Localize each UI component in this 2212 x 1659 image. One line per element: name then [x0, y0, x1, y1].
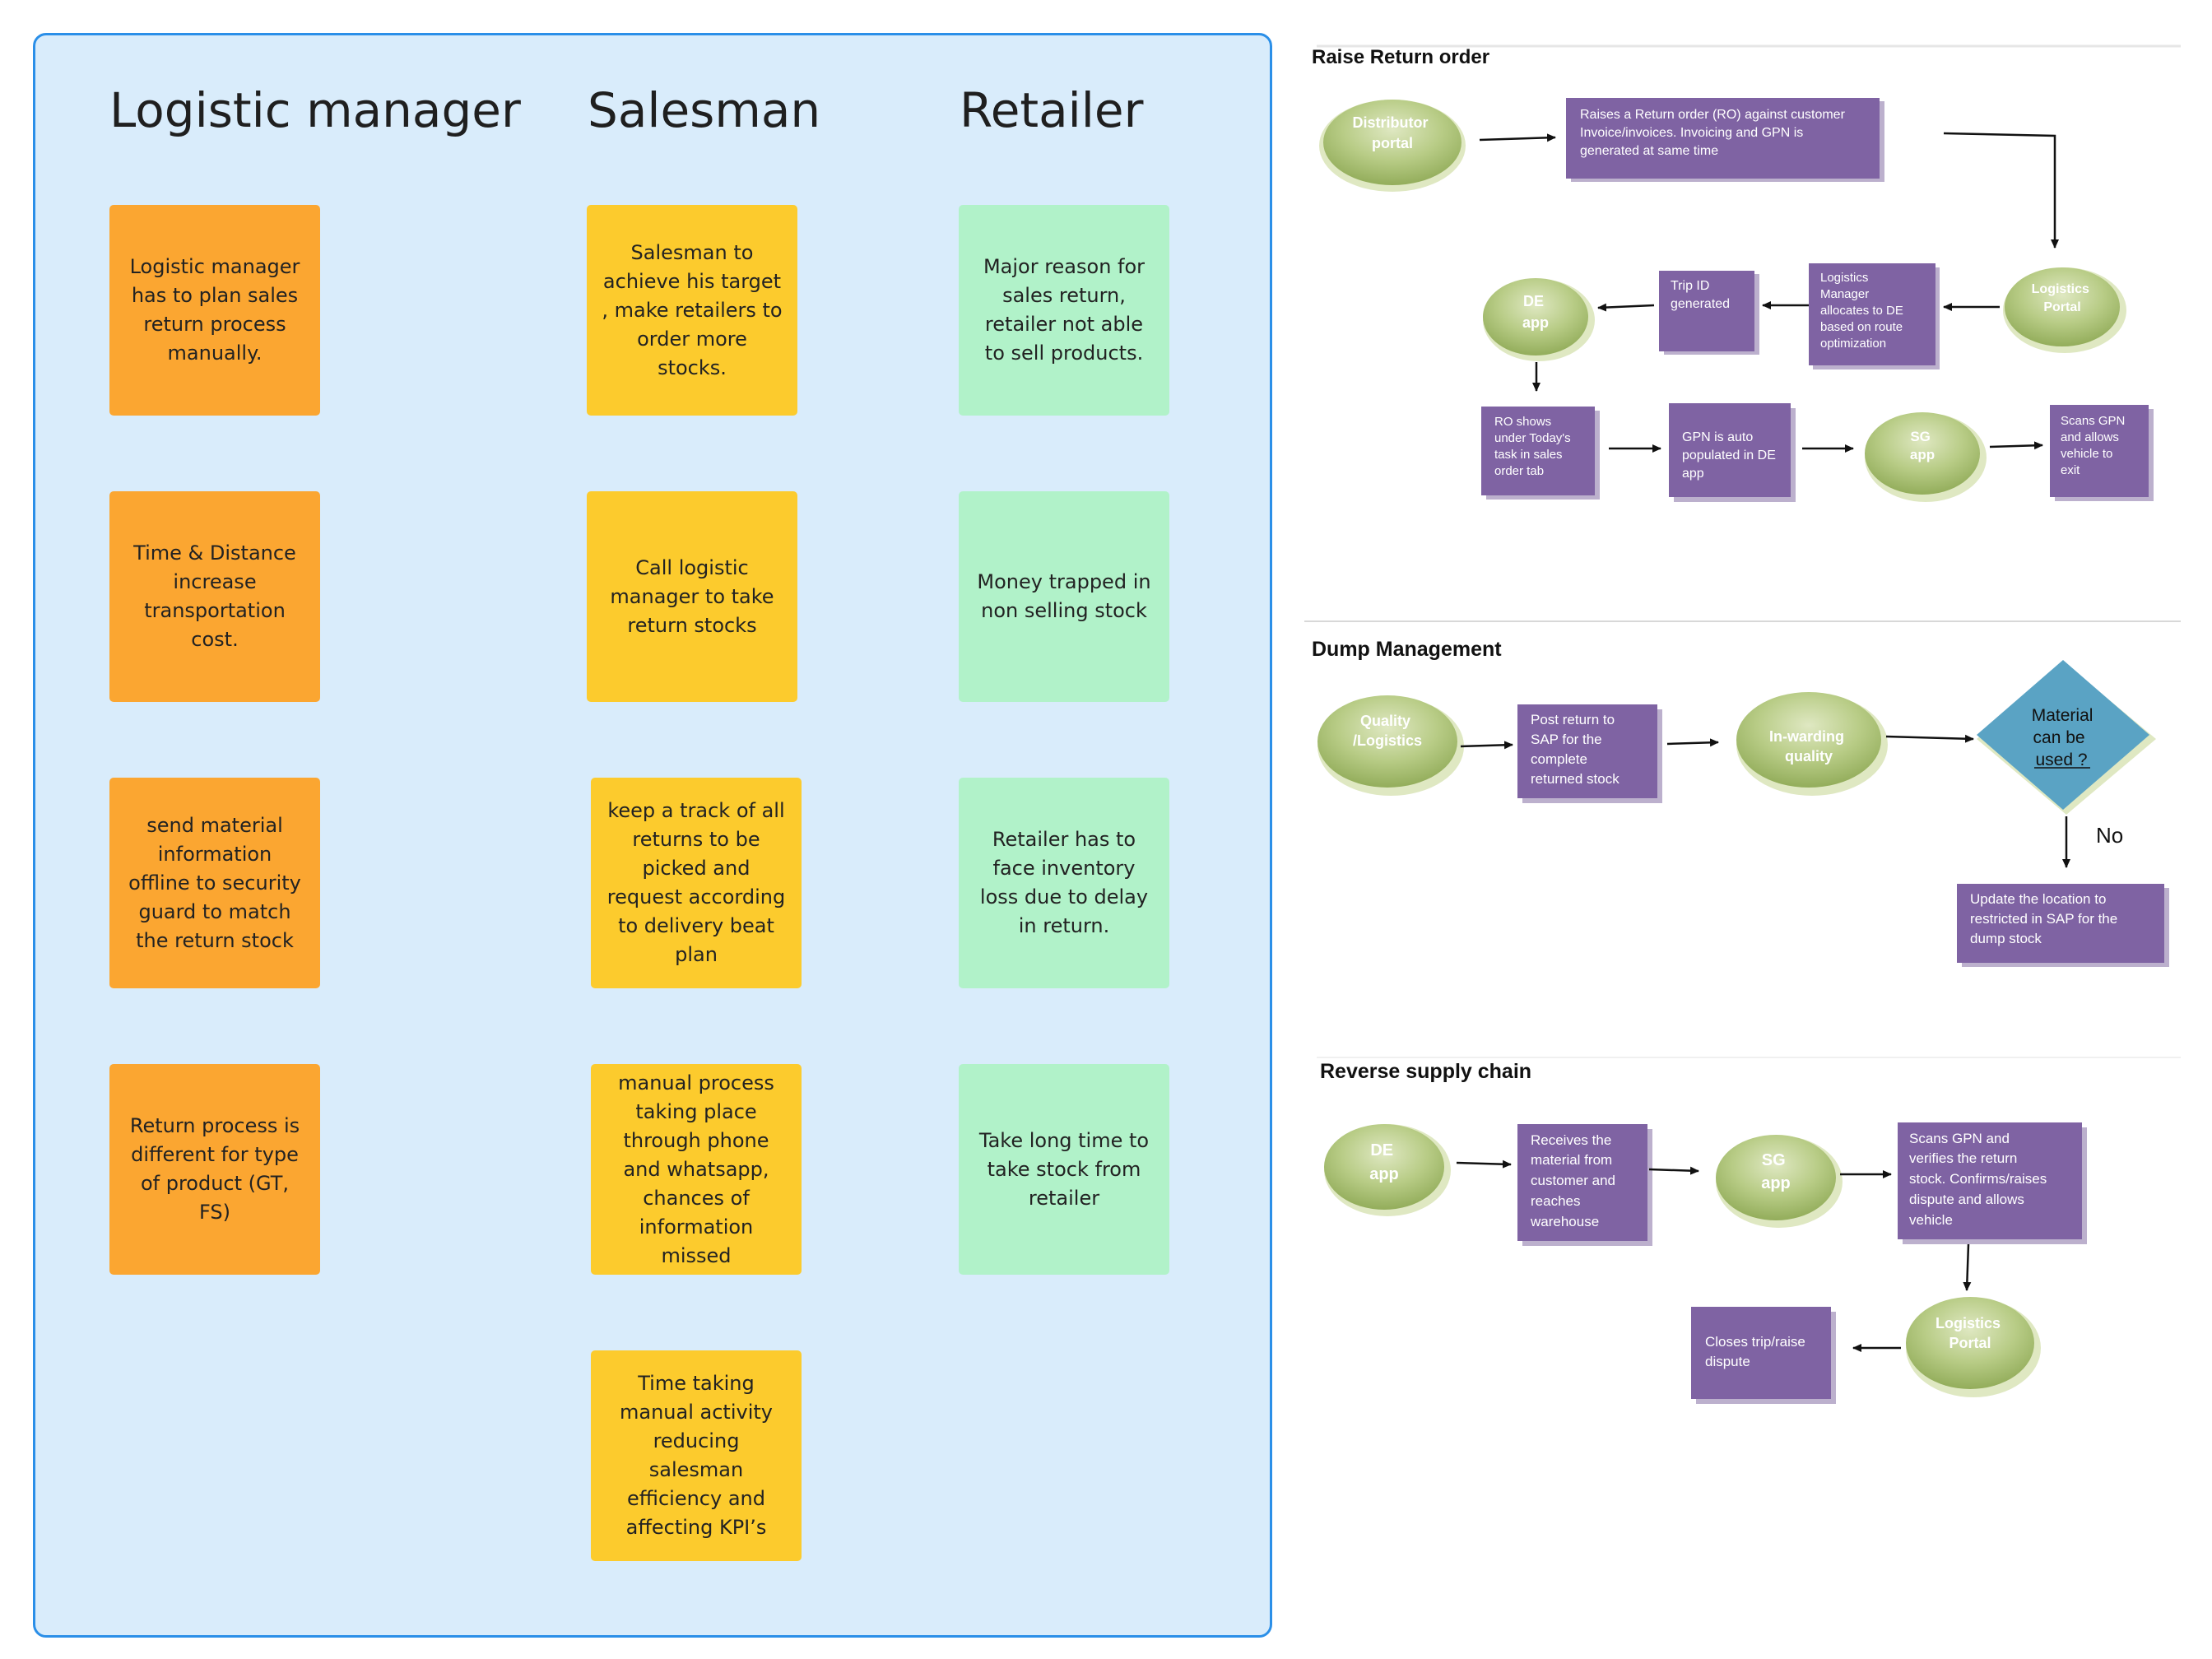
scans-verifies-box[interactable]: Scans GPN and verifies the return stock.…: [1898, 1122, 2087, 1244]
svg-text:Scans GPN and allows: Scans GPN and allows vehicle to exit: [2061, 414, 2129, 477]
svg-text:Logistics Portal: Logistics Portal: [2032, 282, 2094, 314]
svg-text:GPN is auto populated in: GPN is auto populated in DE app: [1682, 430, 1779, 481]
svg-text:Post return to SAP for t: Post return to SAP for the complete retu…: [1531, 712, 1620, 787]
arrow: [1597, 303, 1655, 312]
arrow: [1648, 1166, 1699, 1175]
sticky-note[interactable]: Time taking manual activity reducing sal…: [591, 1350, 802, 1561]
column-title-retailer: Retailer: [960, 82, 1144, 138]
decision-material-usable[interactable]: Material can be used ?: [1977, 660, 2156, 815]
arrow: [1666, 738, 1719, 747]
reverse-logistics-portal-node[interactable]: Logistics Portal: [1906, 1297, 2041, 1397]
reverse-de-app-node[interactable]: DE app: [1324, 1124, 1451, 1216]
closes-trip-box[interactable]: Closes trip/raise dispute: [1691, 1307, 1836, 1404]
svg-text:Logistics Portal: Logistics Portal: [1936, 1315, 2005, 1351]
distributor-portal-node[interactable]: Distributor portal: [1319, 100, 1466, 192]
svg-text:Material can be us: Material can be used ?: [2032, 706, 2098, 769]
sticky-note[interactable]: Return process is different for type of …: [109, 1064, 320, 1275]
gpn-populated-box[interactable]: GPN is auto populated in DE app: [1669, 403, 1796, 502]
svg-text:Logistics Manager: Logistics Manager allocates to DE based …: [1820, 271, 1907, 351]
allocate-to-de-box[interactable]: Logistics Manager allocates to DE based …: [1809, 263, 1940, 369]
sticky-note[interactable]: Money trapped in non selling stock: [959, 491, 1169, 702]
arrow: [1943, 132, 2059, 249]
update-location-box[interactable]: Update the location to restricted in SAP…: [1957, 884, 2169, 967]
arrow: [1963, 1243, 1972, 1291]
raise-ro-box[interactable]: Raises a Return order (RO) against custo…: [1566, 98, 1884, 182]
sticky-note[interactable]: send material information offline to sec…: [109, 778, 320, 988]
svg-text:Scans GPN and verifies t: Scans GPN and verifies the return stock.…: [1909, 1131, 2051, 1228]
sticky-note[interactable]: Time & Distance increase transportation …: [109, 491, 320, 702]
column-title-salesman: Salesman: [588, 82, 821, 138]
scan-gpn-exit-box[interactable]: Scans GPN and allows vehicle to exit: [2050, 405, 2154, 501]
reverse-sg-app-node[interactable]: SG app: [1716, 1135, 1843, 1228]
raise-flow-arrows: [1479, 132, 2059, 453]
sticky-note[interactable]: Call logistic manager to take return sto…: [587, 491, 797, 702]
sticky-note[interactable]: Retailer has to face inventory loss due …: [959, 778, 1169, 988]
sticky-note[interactable]: manual process taking place through phon…: [591, 1064, 802, 1275]
svg-text:RO shows under Today's: RO shows under Today's task in sales ord…: [1494, 415, 1574, 478]
svg-text:Distributor portal: Distributor portal: [1352, 114, 1432, 151]
arrow: [1456, 1159, 1512, 1169]
dump-flow-arrows: [1460, 734, 2070, 868]
ro-shows-box[interactable]: RO shows under Today's task in sales ord…: [1481, 407, 1600, 500]
sg-app-node[interactable]: SG app: [1865, 412, 1987, 502]
sticky-note[interactable]: Salesman to achieve his target , make re…: [587, 205, 797, 416]
svg-text:DE app: DE app: [1522, 293, 1549, 331]
sticky-note[interactable]: keep a track of all returns to be picked…: [591, 778, 802, 988]
svg-text:Trip ID generated: Trip ID generated: [1671, 279, 1730, 311]
svg-text:SG app: SG app: [1910, 429, 1935, 462]
arrow: [1989, 441, 2043, 450]
logistics-portal-node[interactable]: Logistics Portal: [2003, 267, 2126, 353]
sticky-note[interactable]: Take long time to take stock from retail…: [959, 1064, 1169, 1275]
de-app-node[interactable]: DE app: [1483, 278, 1595, 361]
svg-text:Raises a Return order (RO) aga: Raises a Return order (RO) against custo…: [1580, 108, 1848, 158]
svg-text:In-warding quality: In-warding quality: [1769, 728, 1848, 764]
no-branch-label: No: [2096, 823, 2123, 848]
svg-text:DE app: DE app: [1369, 1141, 1399, 1183]
section-title-dump-management: Dump Management: [1312, 638, 1502, 661]
post-return-sap-box[interactable]: Post return to SAP for the complete retu…: [1517, 704, 1662, 803]
reverse-flow-arrows: [1456, 1159, 1972, 1352]
receives-material-box[interactable]: Receives the material from customer and …: [1517, 1124, 1652, 1246]
arrow: [1460, 741, 1513, 750]
svg-text:Quality /Logistics: Quality /Logistics: [1353, 713, 1422, 749]
trip-id-box[interactable]: Trip ID generated: [1659, 271, 1759, 355]
svg-text:Receives the material fr: Receives the material from customer and …: [1530, 1132, 1620, 1229]
svg-text:Update the location to r: Update the location to restricted in SAP…: [1970, 891, 2121, 946]
inwarding-quality-node[interactable]: In-warding quality: [1736, 692, 1888, 796]
sticky-note[interactable]: Logistic manager has to plan sales retur…: [109, 205, 320, 416]
section-title-raise-return: Raise Return order: [1312, 46, 1489, 68]
column-title-logistic-manager: Logistic manager: [109, 82, 521, 138]
arrow: [1885, 734, 1974, 743]
svg-text:SG app: SG app: [1761, 1151, 1791, 1192]
quality-logistics-node[interactable]: Quality /Logistics: [1317, 695, 1464, 796]
sticky-note[interactable]: Major reason for sales return, retailer …: [959, 205, 1169, 416]
svg-text:Closes trip/raise disput: Closes trip/raise dispute: [1705, 1334, 1810, 1369]
arrow: [1479, 133, 1556, 142]
section-title-reverse-supply-chain: Reverse supply chain: [1320, 1060, 1531, 1083]
